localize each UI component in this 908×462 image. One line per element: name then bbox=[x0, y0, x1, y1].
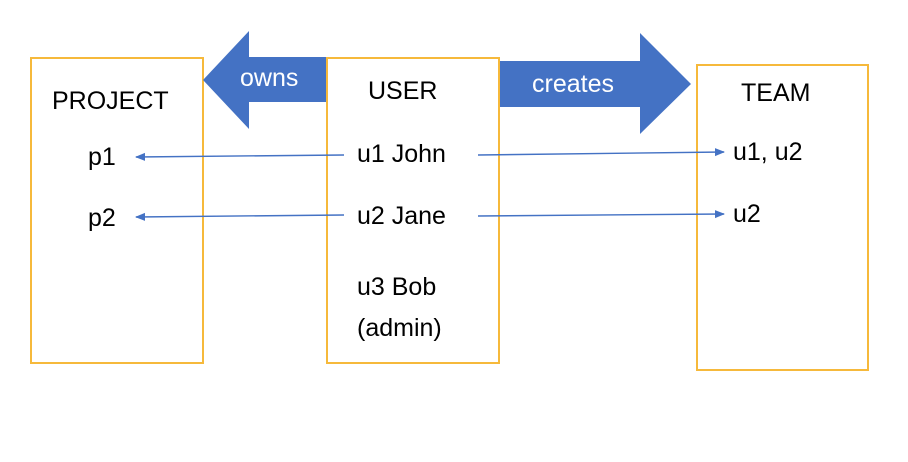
user-item-bob-role: (admin) bbox=[357, 314, 442, 342]
team-item-u2: u2 bbox=[733, 200, 761, 228]
creates-label: creates bbox=[532, 70, 614, 98]
owns-label: owns bbox=[240, 64, 299, 92]
user-title: USER bbox=[368, 77, 438, 105]
project-item-p2: p2 bbox=[88, 204, 116, 232]
user-item-bob: u3 Bob bbox=[357, 273, 437, 301]
connector-jane-to-p2 bbox=[135, 212, 345, 221]
team-title: TEAM bbox=[741, 79, 811, 107]
team-item-u1-u2: u1, u2 bbox=[733, 138, 803, 166]
user-item-jane: u2 Jane bbox=[357, 202, 446, 230]
connector-john-to-team-u1u2 bbox=[477, 148, 725, 157]
project-item-p1: p1 bbox=[88, 143, 116, 171]
user-box bbox=[326, 57, 500, 364]
connector-john-to-p1 bbox=[135, 152, 345, 161]
owns-block-arrow bbox=[203, 31, 326, 129]
creates-block-arrow bbox=[500, 33, 691, 134]
project-title: PROJECT bbox=[52, 87, 169, 115]
project-box bbox=[30, 57, 204, 364]
user-item-john: u1 John bbox=[357, 140, 446, 168]
connector-jane-to-team-u2 bbox=[477, 210, 725, 219]
